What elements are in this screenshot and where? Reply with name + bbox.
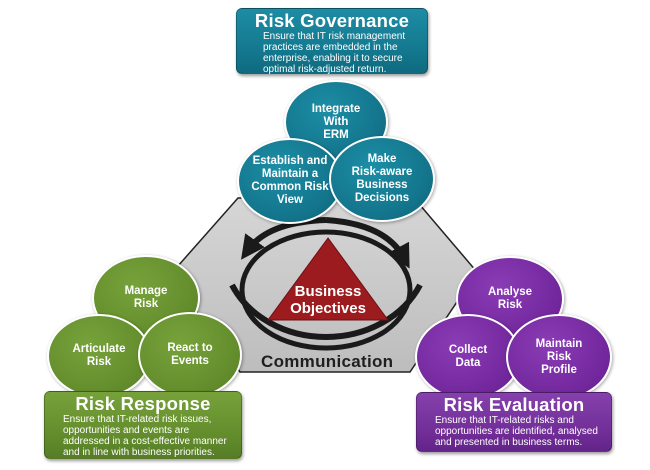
risk-evaluation-description: Ensure that IT-related risks and opportu… — [423, 415, 605, 448]
circle-text: With — [323, 115, 349, 128]
business-objectives-line2: Objectives — [290, 300, 366, 317]
business-objectives-line1: Business — [294, 283, 362, 300]
circle-maintain-risk-profile: Maintain Risk Profile — [506, 314, 612, 400]
circle-text: Establish and — [252, 155, 328, 167]
circle-text: Integrate — [311, 102, 361, 115]
circle-text: Risk-aware — [351, 166, 413, 178]
circle-react-to-events: React to Events — [138, 312, 242, 398]
risk-governance-box: Risk Governance Ensure that IT risk mana… — [236, 8, 428, 75]
circle-text: Maintain a — [261, 168, 319, 180]
circle-collect-data: Collect Data — [415, 314, 521, 400]
circle-text: Manage — [124, 285, 168, 297]
circle-text: ERM — [323, 128, 349, 141]
circle-establish-common-risk-view: Establish and Maintain a Common Risk Vie… — [237, 138, 343, 224]
circle-text: Risk — [497, 299, 523, 311]
circle-text: View — [276, 194, 303, 206]
circle-text: Collect — [448, 344, 488, 356]
circle-text: Risk — [86, 356, 112, 368]
circle-text: Events — [171, 355, 209, 367]
risk-governance-description: Ensure that IT risk management practices… — [243, 31, 421, 75]
circle-text: Analyse — [487, 286, 533, 298]
desc-line: enterprise, enabling it to secure — [263, 53, 403, 64]
circle-text: Articulate — [72, 343, 126, 355]
circle-text: Make — [367, 153, 397, 165]
desc-line: opportunities and events are — [63, 425, 190, 436]
risk-response-title: Risk Response — [75, 393, 211, 414]
circle-text: Maintain — [535, 337, 583, 350]
desc-line: optimal risk-adjusted return. — [263, 64, 387, 75]
business-objectives-triangle — [267, 237, 389, 321]
cycle-ring-outer — [229, 283, 423, 340]
communication-label: Communication — [261, 352, 394, 371]
circle-text: Business — [356, 179, 408, 191]
circle-text: Data — [455, 357, 481, 369]
circle-text: Risk — [546, 350, 572, 363]
desc-line: addressed in a cost-effective manner — [63, 436, 227, 447]
cycle-arrow-left — [241, 217, 327, 260]
circle-text: React to — [167, 342, 213, 354]
circle-make-risk-aware-decisions: Make Risk-aware Business Decisions — [329, 136, 435, 222]
circle-text: Common Risk — [251, 181, 329, 193]
risk-evaluation-title: Risk Evaluation — [443, 394, 585, 415]
cycle-arrow-right — [325, 217, 410, 269]
risk-response-box: Risk Response Ensure that IT-related ris… — [44, 391, 242, 459]
risk-governance-title: Risk Governance — [254, 10, 410, 31]
desc-line: and presented in business terms. — [435, 437, 583, 448]
desc-line: practices are embedded in the — [263, 42, 398, 53]
desc-line: opportunities are identified, analysed — [435, 426, 598, 437]
circle-text: Decisions — [354, 192, 410, 204]
circle-text: Risk — [133, 298, 159, 310]
risk-response-description: Ensure that IT-related risk issues, oppo… — [51, 414, 235, 458]
desc-line: Ensure that IT risk management — [263, 31, 406, 42]
business-objectives-label: Business Objectives — [278, 283, 378, 317]
desc-line: Ensure that IT-related risks and — [435, 415, 574, 426]
cycle-ring-inner — [239, 229, 413, 351]
desc-line: Ensure that IT-related risk issues, — [63, 414, 212, 425]
circle-text: Profile — [541, 363, 577, 376]
risk-evaluation-box: Risk Evaluation Ensure that IT-related r… — [416, 392, 612, 452]
desc-line: and in line with business priorities. — [63, 447, 215, 458]
circle-articulate-risk: Articulate Risk — [47, 314, 151, 398]
